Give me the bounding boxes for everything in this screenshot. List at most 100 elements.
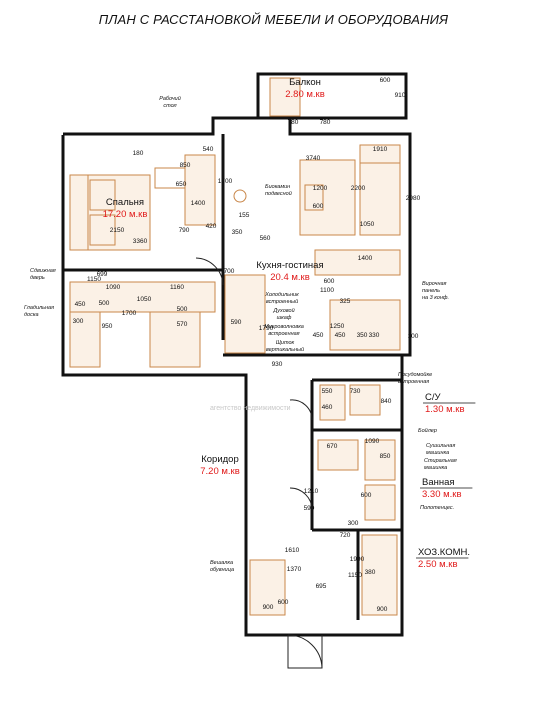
- dimension-label: 540: [203, 146, 214, 153]
- note-line: панель: [422, 288, 440, 294]
- dimension-label: 1990: [350, 556, 365, 563]
- shoe-rack: [249, 559, 286, 616]
- note-line: стол: [163, 103, 176, 109]
- room-name: Кухня-гостиная: [256, 260, 323, 271]
- note-line: на 3 конф.: [422, 295, 449, 301]
- dimension-label: 1610: [285, 547, 300, 554]
- note-line: машинка: [424, 465, 447, 471]
- dimension-label: 600: [278, 599, 289, 606]
- watermark: агентство недвижимости: [210, 405, 291, 412]
- work-desk: [269, 77, 301, 117]
- entry-door: [287, 635, 323, 669]
- dimension-label: 330: [369, 332, 380, 339]
- nightstand: [154, 167, 186, 189]
- furniture: [69, 77, 401, 616]
- bedroom-door-swing: [195, 257, 224, 286]
- note-line: обувница: [210, 567, 234, 573]
- dimension-label: 300: [348, 520, 359, 527]
- dimension-label: 700: [224, 268, 235, 275]
- room-name: ХОЗ.КОМН.: [418, 547, 470, 558]
- dimension-label: 550: [322, 388, 333, 395]
- dimension-label: 850: [180, 162, 191, 169]
- room-name: Спальня: [106, 197, 144, 208]
- dimension-label: 350: [232, 229, 243, 236]
- storage-shelf: [361, 534, 398, 616]
- toilet: [349, 384, 381, 416]
- note-line: подвесной: [265, 190, 292, 197]
- dimension-label: 500: [177, 306, 188, 313]
- dimension-label: 1100: [320, 287, 334, 294]
- dimension-label: 699: [97, 271, 108, 278]
- balcony-walls: [256, 72, 408, 120]
- outer-wall: [61, 116, 412, 637]
- dining-table: [299, 159, 356, 236]
- kitchen-counter: [329, 299, 401, 351]
- note-line: вертикальный: [266, 346, 304, 353]
- dimension-label: 850: [380, 453, 391, 460]
- room-area: 20.4 м.кв: [270, 272, 310, 283]
- dimension-label: 1400: [191, 200, 206, 207]
- dimension-label: 1160: [170, 284, 184, 291]
- note: Полотенцес.: [420, 505, 454, 511]
- dimension-label: 2150: [110, 227, 125, 234]
- dimension-label: 2200: [351, 185, 366, 192]
- dimension-label: 420: [206, 223, 217, 230]
- dimension-label: 780: [288, 119, 299, 126]
- dimension-label: 3360: [133, 238, 148, 245]
- dimension-label: 325: [340, 298, 351, 305]
- notes: РабочийстолБиокаминподвеснойСдвижнаядвер…: [24, 95, 457, 573]
- room-area: 1.30 м.кв: [425, 404, 465, 415]
- dimension-label: 570: [177, 321, 188, 328]
- note-line: встроенный: [266, 298, 298, 305]
- dimension-label: 1370: [287, 566, 302, 573]
- note-line: машинка: [426, 450, 449, 456]
- note-line: Холодильник: [264, 292, 299, 298]
- dimension-label: 650: [176, 181, 187, 188]
- dimension-label: 670: [327, 443, 338, 450]
- note-line: Полотенцес.: [420, 505, 454, 511]
- note-line: Вешалка: [210, 560, 233, 566]
- note-line: Вирочная: [422, 281, 447, 287]
- bath-door-swing: [289, 487, 313, 511]
- dimension-label: 450: [313, 332, 324, 339]
- chair: [304, 184, 324, 211]
- dressing-shelves: [69, 281, 216, 313]
- room-name: Коридор: [201, 454, 239, 465]
- washer-dryer: [364, 439, 396, 481]
- room-name: С/У: [425, 392, 442, 403]
- dimension-label: 1050: [360, 221, 375, 228]
- note-line: Сдвижная: [30, 268, 56, 274]
- sink: [319, 384, 346, 421]
- dimension-label: 1910: [373, 146, 388, 153]
- walls: [61, 72, 412, 637]
- dimension-label: 900: [377, 606, 388, 613]
- room-label-wc: С/У1.30 м.кв: [423, 392, 476, 415]
- dimension-label: 1200: [313, 185, 328, 192]
- dimension-label: 910: [395, 92, 406, 99]
- dimension-label: 780: [320, 119, 331, 126]
- dimension-label: 1150: [87, 276, 101, 283]
- sofa-cushion: [359, 144, 401, 164]
- room-label-storage: ХОЗ.КОМН.2.50 м.кв: [416, 547, 470, 570]
- room-name: Балкон: [289, 77, 321, 88]
- note-line: встроенная: [398, 379, 429, 385]
- wc-door-swing: [289, 399, 313, 421]
- dimension-label: 450: [335, 332, 346, 339]
- dimension-label: 930: [272, 361, 283, 368]
- dimension-label: 350: [357, 332, 368, 339]
- note-line: Стиральная: [424, 458, 457, 464]
- dimension-label: 450: [75, 301, 86, 308]
